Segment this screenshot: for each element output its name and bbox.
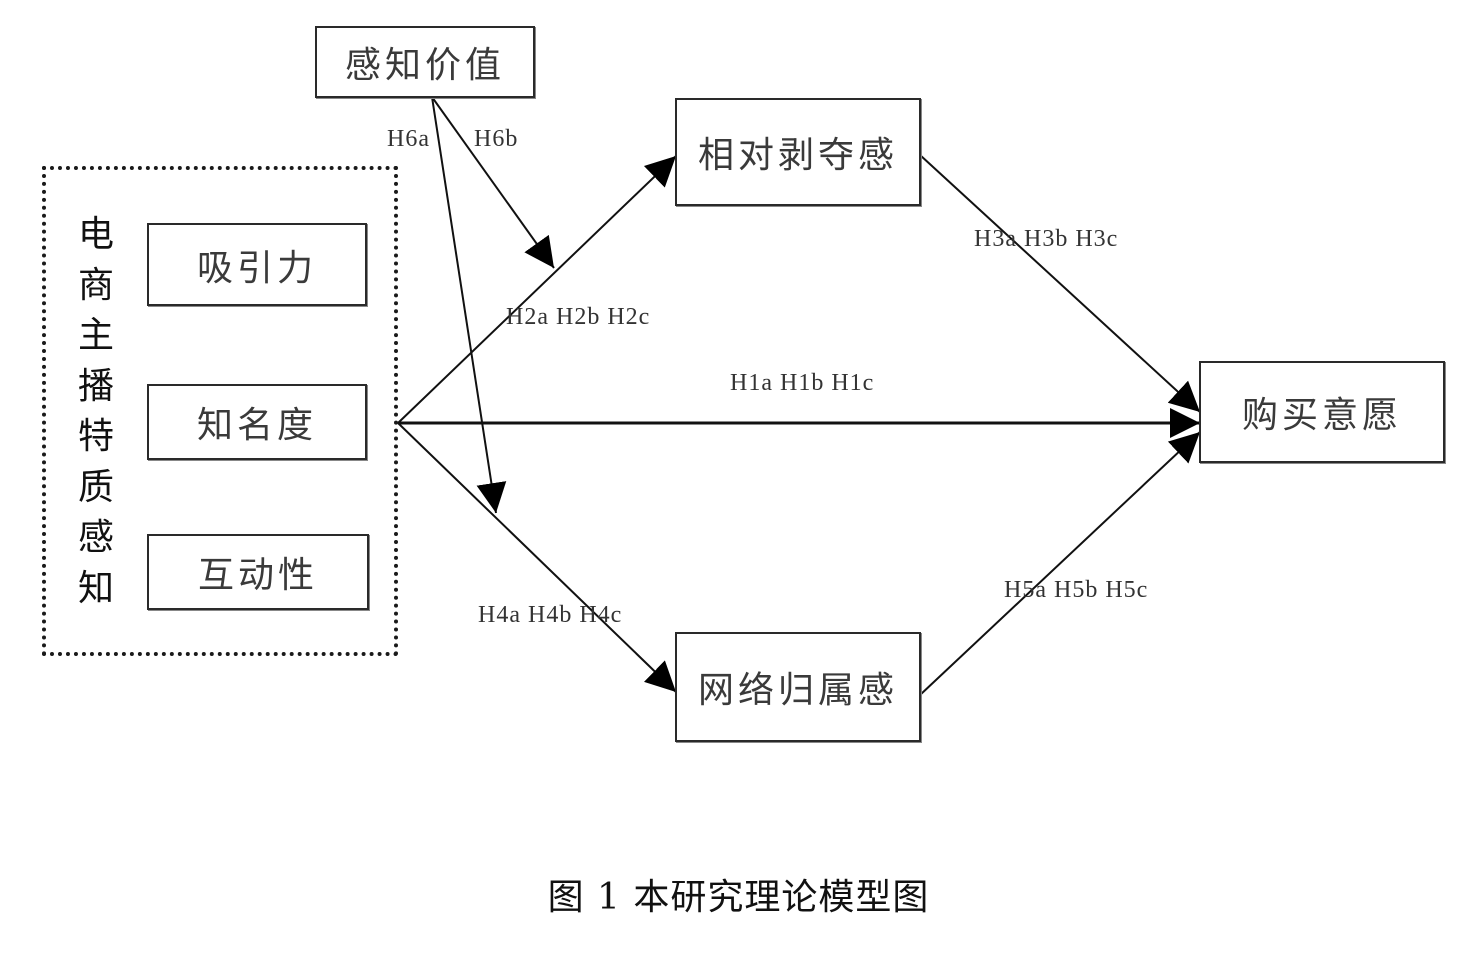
edge-h4-arrow — [397, 422, 677, 693]
edge-h3-arrow — [919, 154, 1201, 413]
node-perceived-value: 感知价值 — [315, 26, 535, 98]
anchor-traits-title: 电商主播特质感知 — [77, 214, 114, 609]
edge-h5-arrow — [919, 431, 1201, 696]
node-purchase-intention: 购买意愿 — [1199, 361, 1445, 463]
node-online-belonging: 网络归属感 — [675, 632, 921, 742]
edge-label-h5: H5a H5b H5c — [1004, 577, 1149, 603]
node-popularity: 知名度 — [147, 384, 367, 460]
edge-label-h4: H4a H4b H4c — [478, 602, 623, 628]
figure-caption: 图 1 本研究理论模型图 — [547, 877, 930, 918]
edge-h6b-arrow — [431, 96, 555, 269]
edge-label-h6a: H6a — [387, 126, 430, 152]
edge-h2-arrow — [397, 155, 677, 424]
node-relative-deprivation: 相对剥夺感 — [675, 98, 921, 206]
edge-label-h1: H1a H1b H1c — [730, 370, 875, 396]
edge-label-h6b: H6b — [474, 126, 519, 152]
edge-label-h3: H3a H3b H3c — [974, 226, 1119, 252]
anchor-traits-group — [42, 166, 398, 656]
node-attractiveness: 吸引力 — [147, 223, 367, 306]
edge-h6a-arrow — [431, 96, 507, 514]
node-interactivity: 互动性 — [147, 534, 369, 610]
edge-label-h2: H2a H2b H2c — [506, 304, 651, 330]
